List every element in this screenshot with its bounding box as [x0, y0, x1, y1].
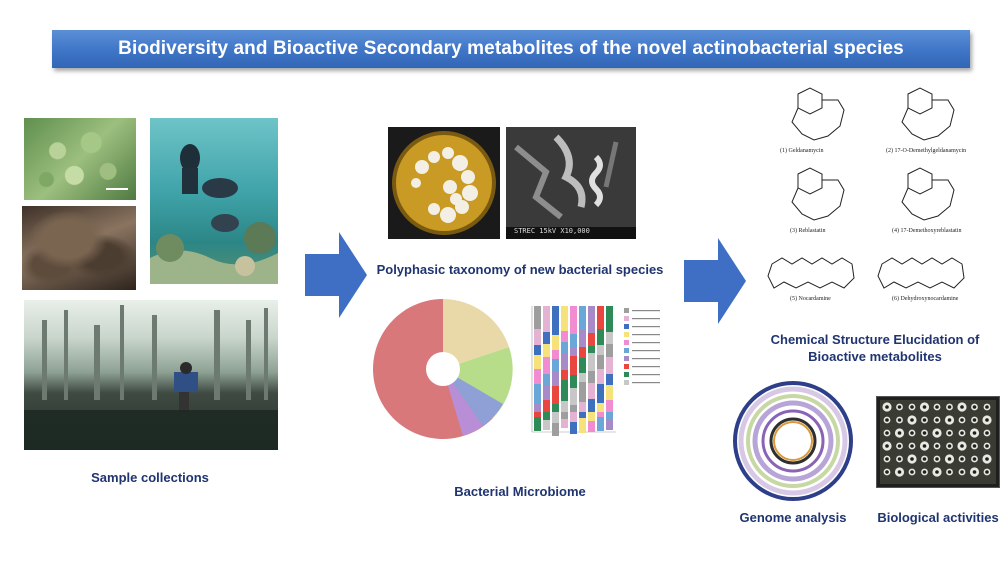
diver-photo [150, 118, 278, 284]
arrow-right-icon [684, 238, 746, 324]
compound-label: (4) 17-Demethoxyreblastatin [892, 228, 962, 234]
chemical-structure-caption: Chemical Structure Elucidation of Bioact… [760, 331, 990, 365]
compound-label: (2) 17-O-Demethylgeldanamycin [886, 148, 967, 154]
bacterial-microbiome-caption: Bacterial Microbiome [454, 484, 586, 499]
compound-label: (3) Reblastatin [790, 228, 826, 234]
sem-scale-label: STREC 15kV X10,000 [514, 227, 590, 235]
polyphasic-taxonomy-caption: Polyphasic taxonomy of new bacterial spe… [376, 262, 664, 277]
chemical-structure-caption-line2: Bioactive metabolites [808, 349, 942, 364]
microbiome-sunburst-chart [370, 296, 516, 442]
rock-sample-photo [22, 206, 136, 290]
bioassay-plate-photo [876, 396, 1000, 488]
chemical-structures-panel: (1) Geldanamycin (2) 17-O-Demethylgeldan… [758, 82, 992, 312]
genome-circos-plot [732, 380, 854, 502]
petri-dish-photo [388, 127, 500, 239]
arrow-right-icon [305, 232, 367, 318]
compound-label: (6) Dehydroxynocardamine [892, 296, 959, 302]
chemical-structure-caption-line1: Chemical Structure Elucidation of [770, 332, 980, 347]
biological-activities-caption: Biological activities [877, 510, 999, 525]
coral-photo [24, 118, 136, 200]
compound-label: (1) Geldanamycin [780, 148, 824, 154]
title-banner: Biodiversity and Bioactive Secondary met… [52, 30, 970, 68]
title-text: Biodiversity and Bioactive Secondary met… [118, 38, 904, 59]
mangrove-photo [24, 300, 278, 450]
genome-analysis-caption: Genome analysis [739, 510, 847, 525]
sample-collections-caption: Sample collections [91, 470, 209, 485]
sem-micrograph: STREC 15kV X10,000 [506, 127, 636, 239]
microbiome-stacked-bar-chart [524, 304, 668, 454]
compound-label: (5) Nocardamine [790, 296, 831, 302]
